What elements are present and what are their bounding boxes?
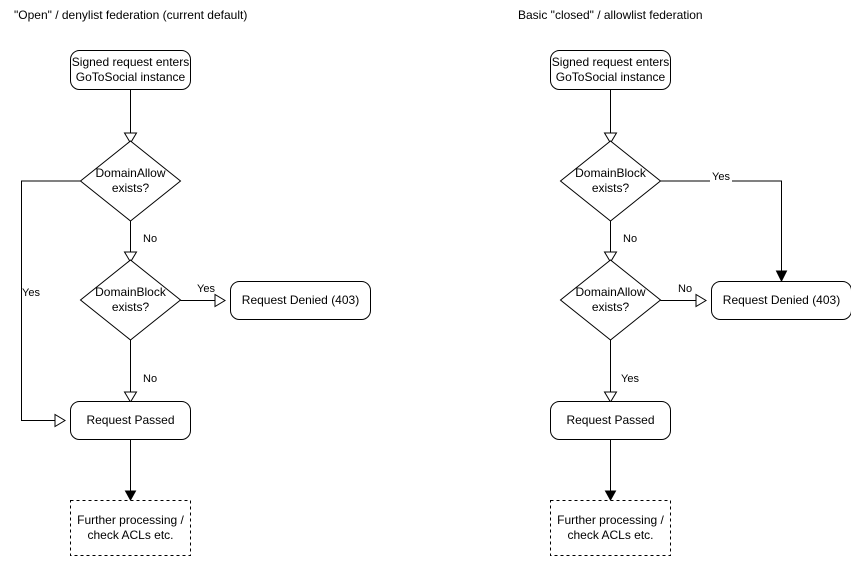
diagram-open-denylist <box>21 50 371 556</box>
edge-decision1-yes-arrowhead-filled-icon <box>775 270 788 283</box>
edge-label-decision2-no: No <box>678 283 693 295</box>
edge-decision1-yes-path <box>21 180 81 421</box>
edge-decision1-yes-path <box>660 180 782 273</box>
diagram-title-closed-allowlist: Basic "closed" / allowlist federation <box>518 8 703 22</box>
node-label-start: Signed request enters GoToSocial instanc… <box>551 55 670 84</box>
node-start-shape[interactable] <box>550 50 671 90</box>
edge-label-decision1-yes: Yes <box>710 171 732 184</box>
edge-decision1-no-arrowhead-open-icon <box>603 251 618 263</box>
node-start-shape[interactable] <box>70 50 191 90</box>
node-further-shape[interactable] <box>70 500 191 556</box>
node-label-decision2: DomainBlock exists? <box>95 285 166 314</box>
edge-label-decision2-no: No <box>143 373 158 385</box>
edge-decision2-no-arrowhead-open-icon <box>695 293 707 308</box>
edge-start-to-decision1-arrowhead-open-icon <box>603 132 618 144</box>
node-label-decision1: DomainBlock exists? <box>575 166 646 195</box>
edge-decision2-yes-arrowhead-open-icon <box>214 293 226 308</box>
node-label-further: Further processing / check ACLs etc. <box>557 513 664 542</box>
edge-passed-to-further-arrowhead-filled-icon <box>124 490 137 502</box>
edge-decision1-yes-arrowhead-open-icon <box>54 413 66 428</box>
edge-label-decision1-no: No <box>143 233 158 245</box>
edge-passed-to-further-arrowhead-filled-icon <box>604 490 617 502</box>
node-label-denied: Request Denied (403) <box>722 293 841 307</box>
edge-decision1-no-arrowhead-open-icon <box>123 251 138 263</box>
node-label-further: Further processing / check ACLs etc. <box>77 513 184 542</box>
edge-label-decision1-no: No <box>623 233 638 245</box>
node-denied-shape[interactable] <box>230 281 371 320</box>
node-label-denied: Request Denied (403) <box>241 293 360 307</box>
edge-decision2-no-arrowhead-open-icon <box>123 391 138 403</box>
node-label-decision2: DomainAllow exists? <box>575 285 646 314</box>
node-label-passed: Request Passed <box>86 413 175 427</box>
edge-label-decision1-yes: Yes <box>22 287 40 299</box>
diagram-closed-allowlist <box>550 50 851 556</box>
edge-start-to-decision1-arrowhead-open-icon <box>123 132 138 144</box>
node-passed-shape[interactable] <box>550 401 671 440</box>
edge-label-decision2-yes: Yes <box>621 373 639 385</box>
node-further-shape[interactable] <box>550 500 671 556</box>
node-label-passed: Request Passed <box>566 413 655 427</box>
node-denied-shape[interactable] <box>711 281 851 320</box>
diagram-title-open-denylist: "Open" / denylist federation (current de… <box>14 8 248 22</box>
node-label-decision1: DomainAllow exists? <box>95 166 166 195</box>
node-label-start: Signed request enters GoToSocial instanc… <box>71 55 190 84</box>
edge-decision2-yes-arrowhead-open-icon <box>603 391 618 403</box>
node-passed-shape[interactable] <box>70 401 191 440</box>
edge-label-decision2-yes: Yes <box>197 283 215 295</box>
